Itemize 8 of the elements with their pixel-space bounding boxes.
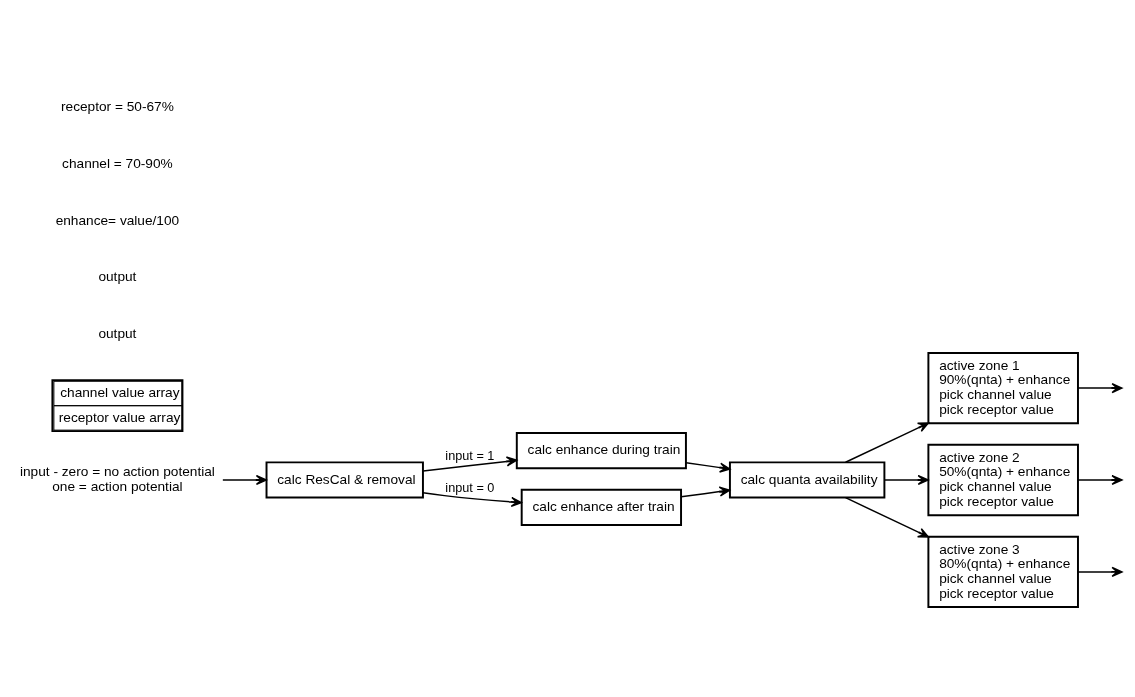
label: receptor = 50-67% <box>60 99 174 115</box>
node-text: input - zero = no action potential one = action potential <box>19 464 215 494</box>
label: output <box>98 269 137 285</box>
edge-label: input = 0 <box>445 481 495 496</box>
label: output <box>98 325 137 341</box>
label: channel = 70-90% <box>62 155 173 171</box>
edge-label: input = 1 <box>445 448 495 463</box>
label: enhance= value/100 <box>55 212 180 228</box>
